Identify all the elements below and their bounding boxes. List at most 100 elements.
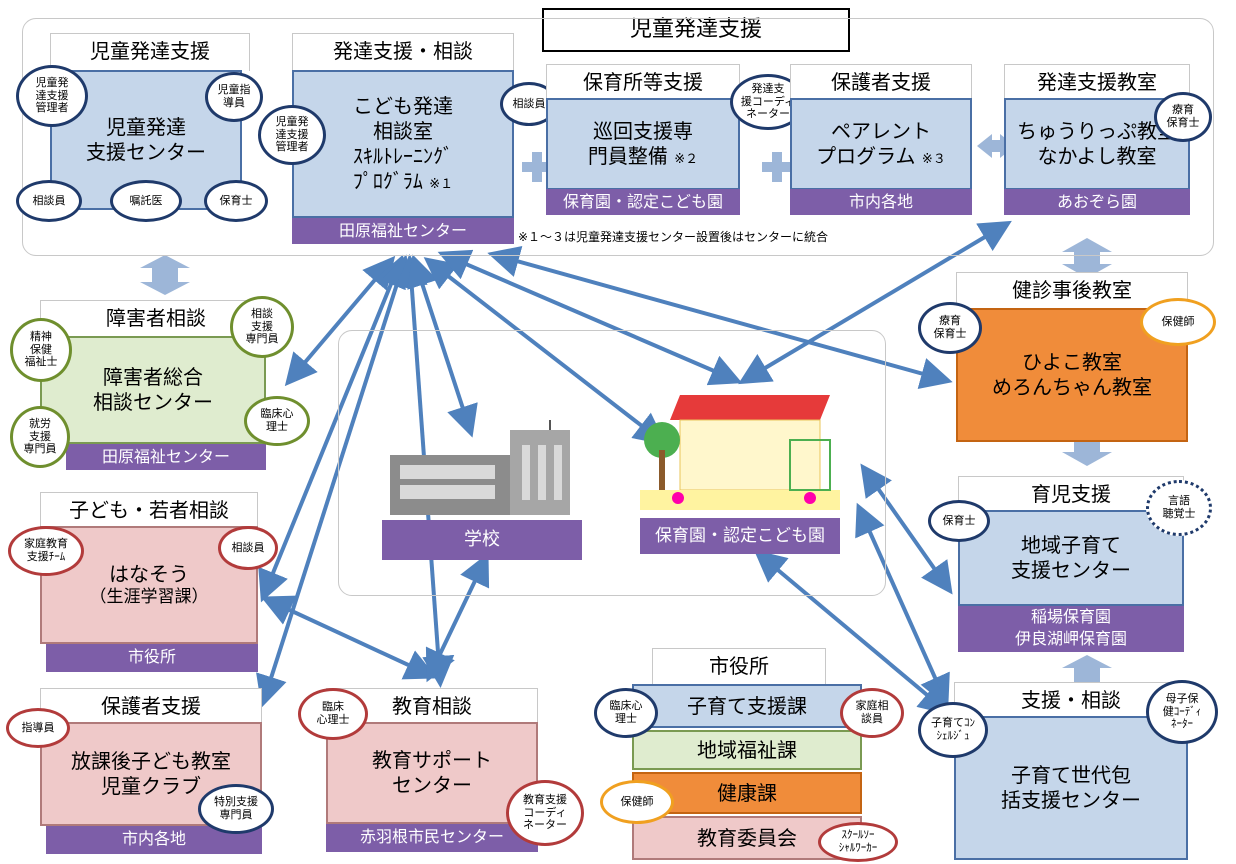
- shogai-line-1: 障害者総合: [103, 365, 203, 389]
- hogosha-place: 市内各地: [790, 189, 972, 215]
- footnote: ※１～３は児童発達支援センター設置後はセンターに統合: [518, 230, 829, 244]
- kodomo-line-1: はなそう: [109, 561, 189, 586]
- ikuji-line-1: 地域子育て: [1021, 533, 1121, 557]
- arrow-kodomo-kyoiku: [260, 595, 438, 680]
- kyoshitsu-tab: 発達支援教室: [1004, 64, 1190, 100]
- badge-kyoiku-coord: 教育支援 コーディ ネーター: [506, 780, 584, 846]
- badge-hogosha2-guide: 指導員: [6, 708, 70, 748]
- badge-shogai-work: 就労 支援 専門員: [10, 406, 70, 468]
- hogosha2-line-2: 児童クラブ: [101, 774, 201, 798]
- badge-center-nursery: 保育士: [204, 180, 268, 222]
- badge-kyoshitsu-nursery: 療育 保育士: [1154, 92, 1212, 142]
- badge-kenshin-nurse: 保健師: [1140, 298, 1216, 346]
- nursery-icon: [640, 395, 840, 510]
- kenshin-tab-label: 健診事後教室: [1012, 278, 1132, 302]
- hoikusho-tab-label: 保育所等支援: [583, 70, 703, 94]
- kyoiku-line-1: 教育サポート: [372, 748, 492, 772]
- hoikusho-card: 巡回支援専 門員整備 ※２: [546, 98, 740, 190]
- nursery-building: [640, 390, 840, 520]
- hogosha2-tab-label: 保護者支援: [101, 694, 201, 718]
- school-building: [380, 415, 580, 520]
- badge-kodomo-counselor: 相談員: [218, 526, 278, 570]
- shien-tab-label: 支援・相談: [1021, 688, 1121, 712]
- main-title: 児童発達支援: [629, 17, 762, 42]
- soudan-mark: ※１: [429, 177, 454, 192]
- hogosha-card: ペアレント プログラム ※３: [790, 98, 972, 190]
- center-line-2: 支援センター: [86, 140, 206, 164]
- main-title-box: 児童発達支援: [542, 8, 850, 52]
- kodomo-tab-label: 子ども・若者相談: [69, 498, 229, 522]
- kodomo-tab: 子ども・若者相談: [40, 492, 258, 528]
- kodomo-place: 市役所: [46, 644, 258, 672]
- shogai-tab-label: 障害者相談: [106, 306, 206, 330]
- arrow-kyoshitsu-nursery: [738, 220, 1012, 385]
- kyoiku-tab-label: 教育相談: [392, 694, 472, 718]
- soudan-tab: 発達支援・相談: [292, 33, 514, 71]
- badge-shiyakusho-nurse: 保健師: [600, 780, 674, 824]
- ikuji-line-2: 支援センター: [1011, 558, 1131, 582]
- hogosha-tab: 保護者支援: [790, 64, 972, 100]
- badge-shien-concierge: 子育てｺﾝ ｼｪﾙｼﾞｭ: [918, 702, 988, 758]
- badge-shiyakusho-social: ｽｸｰﾙｿｰ ｼｬﾙﾜｰｶｰ: [818, 822, 898, 862]
- kenshin-tab: 健診事後教室: [956, 272, 1188, 310]
- shien-card: 子育て世代包 括支援センター: [954, 716, 1188, 860]
- badge-shogai-mental: 精神 保健 福祉士: [10, 318, 72, 382]
- center-region: [338, 330, 886, 596]
- shiyakusho-row-2: 地域福祉課: [632, 730, 862, 770]
- ikuji-tab-label: 育児支援: [1031, 482, 1111, 506]
- arrow-nursery-shien2: [753, 549, 952, 716]
- hogosha-tab-label: 保護者支援: [831, 70, 931, 94]
- shogai-place: 田原福祉センター: [66, 444, 266, 470]
- badge-hogosha2-special: 特別支援 専門員: [198, 784, 274, 834]
- hogosha2-tab: 保護者支援: [40, 688, 262, 724]
- badge-center-instructor: 児童指 導員: [205, 72, 263, 122]
- arrow-school-kyoiku: [425, 552, 490, 683]
- badge-kenshin-nursery: 療育 保育士: [918, 302, 982, 354]
- center-line-1: 児童発達: [106, 115, 186, 139]
- hogosha-line-2: プログラム ※３: [816, 144, 946, 168]
- badge-shiyakusho-psych: 臨床心 理士: [594, 688, 658, 738]
- badge-center-doctor: 嘱託医: [110, 180, 182, 222]
- badge-center-manager: 児童発 達支援 管理者: [16, 65, 88, 127]
- kyoiku-card: 教育サポート センター: [326, 722, 538, 824]
- soudan-line-3: ｽｷﾙﾄﾚｰﾆﾝｸﾞ: [353, 144, 453, 168]
- shogai-line-2: 相談センター: [93, 390, 213, 414]
- hoikusho-line-2: 門員整備 ※２: [587, 144, 699, 168]
- hoikusho-place: 保育園・認定こども園: [546, 189, 740, 215]
- badge-ikuji-nursery: 保育士: [928, 500, 990, 542]
- soudan-tab-label: 発達支援・相談: [333, 39, 473, 63]
- center-tab-label: 児童発達支援: [90, 39, 210, 63]
- ikuji-place-2: 伊良湖岬保育園: [1014, 629, 1127, 648]
- badge-center-counselor: 相談員: [16, 180, 82, 222]
- shiyakusho-row-1: 子育て支援課: [632, 684, 862, 728]
- soudan-line-2: 相談室: [373, 119, 433, 143]
- hogosha2-card: 放課後子ども教室 児童クラブ: [40, 722, 262, 826]
- top-region: [22, 18, 1214, 256]
- hogosha-line-1: ペアレント: [831, 119, 931, 143]
- soudan-card: こども発達 相談室 ｽｷﾙﾄﾚｰﾆﾝｸﾞ ﾌﾟﾛｸﾞﾗﾑ ※１: [292, 70, 514, 218]
- hogosha-mark: ※３: [921, 152, 946, 167]
- kenshin-line-2: めろんちゃん教室: [992, 375, 1152, 399]
- badge-ikuji-speech: 言語 聴覚士: [1146, 480, 1212, 536]
- ikuji-card: 地域子育て 支援センター: [958, 510, 1184, 606]
- soudan-line-1: こども発達: [353, 94, 453, 118]
- badge-shogai-support: 相談 支援 専門員: [230, 296, 294, 358]
- hoikusho-tab: 保育所等支援: [546, 64, 740, 100]
- school-icon: [390, 415, 570, 515]
- badge-shogai-psych: 臨床心 理士: [244, 396, 310, 446]
- ikuji-place-1: 稲場保育園: [1030, 607, 1111, 626]
- shien-line-2: 括支援センター: [1001, 788, 1141, 812]
- shiyakusho-tab-label: 市役所: [709, 654, 769, 678]
- badge-shien-coord: 母子保 健ｺｰﾃﾞｨ ﾈｰﾀｰ: [1146, 680, 1218, 744]
- shiyakusho-tab: 市役所: [652, 648, 826, 684]
- hoikusho-mark: ※２: [674, 152, 699, 167]
- badge-soudan-manager: 児童発 達支援 管理者: [258, 105, 326, 165]
- soudan-place: 田原福祉センター: [292, 218, 514, 244]
- badge-kodomo-family: 家庭教育 支援ﾁｰﾑ: [8, 526, 84, 576]
- kodomo-line-2: （生涯学習課）: [89, 586, 209, 607]
- badge-shiyakusho-family: 家庭相 談員: [840, 688, 904, 738]
- soudan-line-4: ﾌﾟﾛｸﾞﾗﾑ ※１: [352, 169, 454, 193]
- kyoiku-place: 赤羽根市民センター: [326, 824, 538, 852]
- badge-kyoiku-psych: 臨床 心理士: [298, 688, 368, 740]
